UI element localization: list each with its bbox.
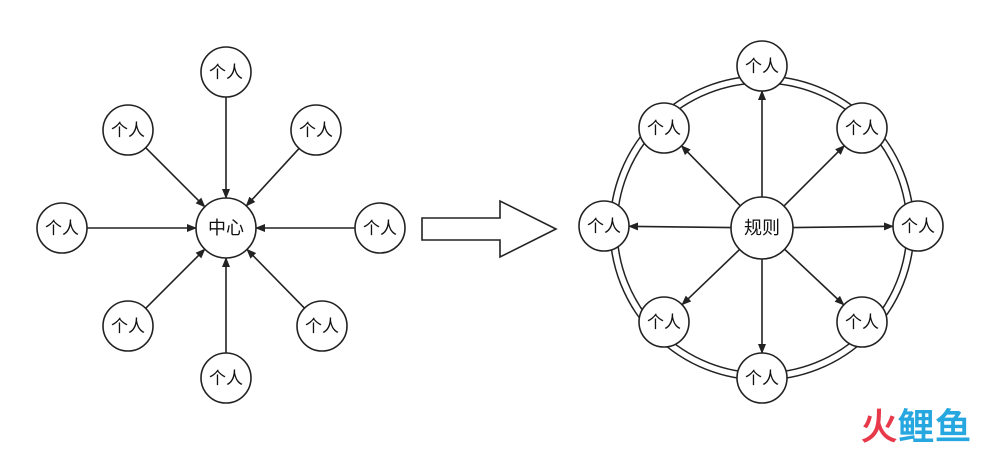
person-node-label: 个人 (845, 313, 879, 333)
person-node-label: 个人 (901, 217, 935, 237)
person-node: 个人 (102, 104, 154, 156)
transition-arrow (421, 199, 558, 259)
person-node-label: 个人 (587, 217, 621, 237)
person-node: 个人 (892, 200, 944, 252)
person-node: 个人 (836, 296, 888, 348)
person-node-label: 个人 (111, 121, 145, 141)
edge-to-center (246, 248, 306, 309)
person-node-label: 个人 (45, 219, 79, 239)
person-node: 个人 (354, 202, 406, 254)
person-node-label: 个人 (209, 63, 243, 83)
center-hub-node: 中心 (195, 197, 257, 259)
person-node: 个人 (638, 296, 690, 348)
person-node-label: 个人 (745, 57, 779, 77)
rules-hub-label: 规则 (744, 218, 780, 239)
rules-hub-node: 规则 (730, 196, 794, 260)
person-node: 个人 (296, 300, 348, 352)
person-node: 个人 (290, 104, 342, 156)
person-node-label: 个人 (299, 121, 333, 141)
right-edges (627, 90, 895, 354)
center-hub-label: 中心 (208, 218, 244, 239)
person-node-label: 个人 (647, 313, 681, 333)
edge-from-rules (681, 248, 741, 306)
watermark-part-b: 鲤鱼 (897, 407, 972, 448)
person-node: 个人 (200, 352, 252, 404)
person-node: 个人 (836, 102, 888, 154)
left-edges (87, 97, 355, 353)
person-node-label: 个人 (209, 369, 243, 389)
person-node: 个人 (36, 202, 88, 254)
person-node-label: 个人 (111, 317, 145, 337)
person-node-label: 个人 (305, 317, 339, 337)
person-node: 个人 (736, 352, 788, 404)
person-node: 个人 (200, 46, 252, 98)
person-node-label: 个人 (745, 369, 779, 389)
edge-from-rules (784, 248, 845, 306)
person-node: 个人 (638, 102, 690, 154)
edge-from-rules (627, 222, 732, 231)
watermark-logo: 火鲤鱼 (861, 398, 972, 450)
edge-to-center (145, 248, 206, 309)
edge-from-rules (680, 145, 741, 207)
edge-from-rules (783, 144, 846, 207)
edge-to-center (145, 147, 206, 208)
person-node-label: 个人 (845, 119, 879, 139)
person-node-label: 个人 (647, 119, 681, 139)
person-node-label: 个人 (363, 219, 397, 239)
edge-from-rules (792, 222, 895, 231)
person-node: 个人 (578, 200, 630, 252)
watermark-part-a: 火 (860, 407, 898, 448)
person-node: 个人 (102, 300, 154, 352)
edge-to-center (245, 147, 300, 207)
person-node: 个人 (736, 40, 788, 92)
